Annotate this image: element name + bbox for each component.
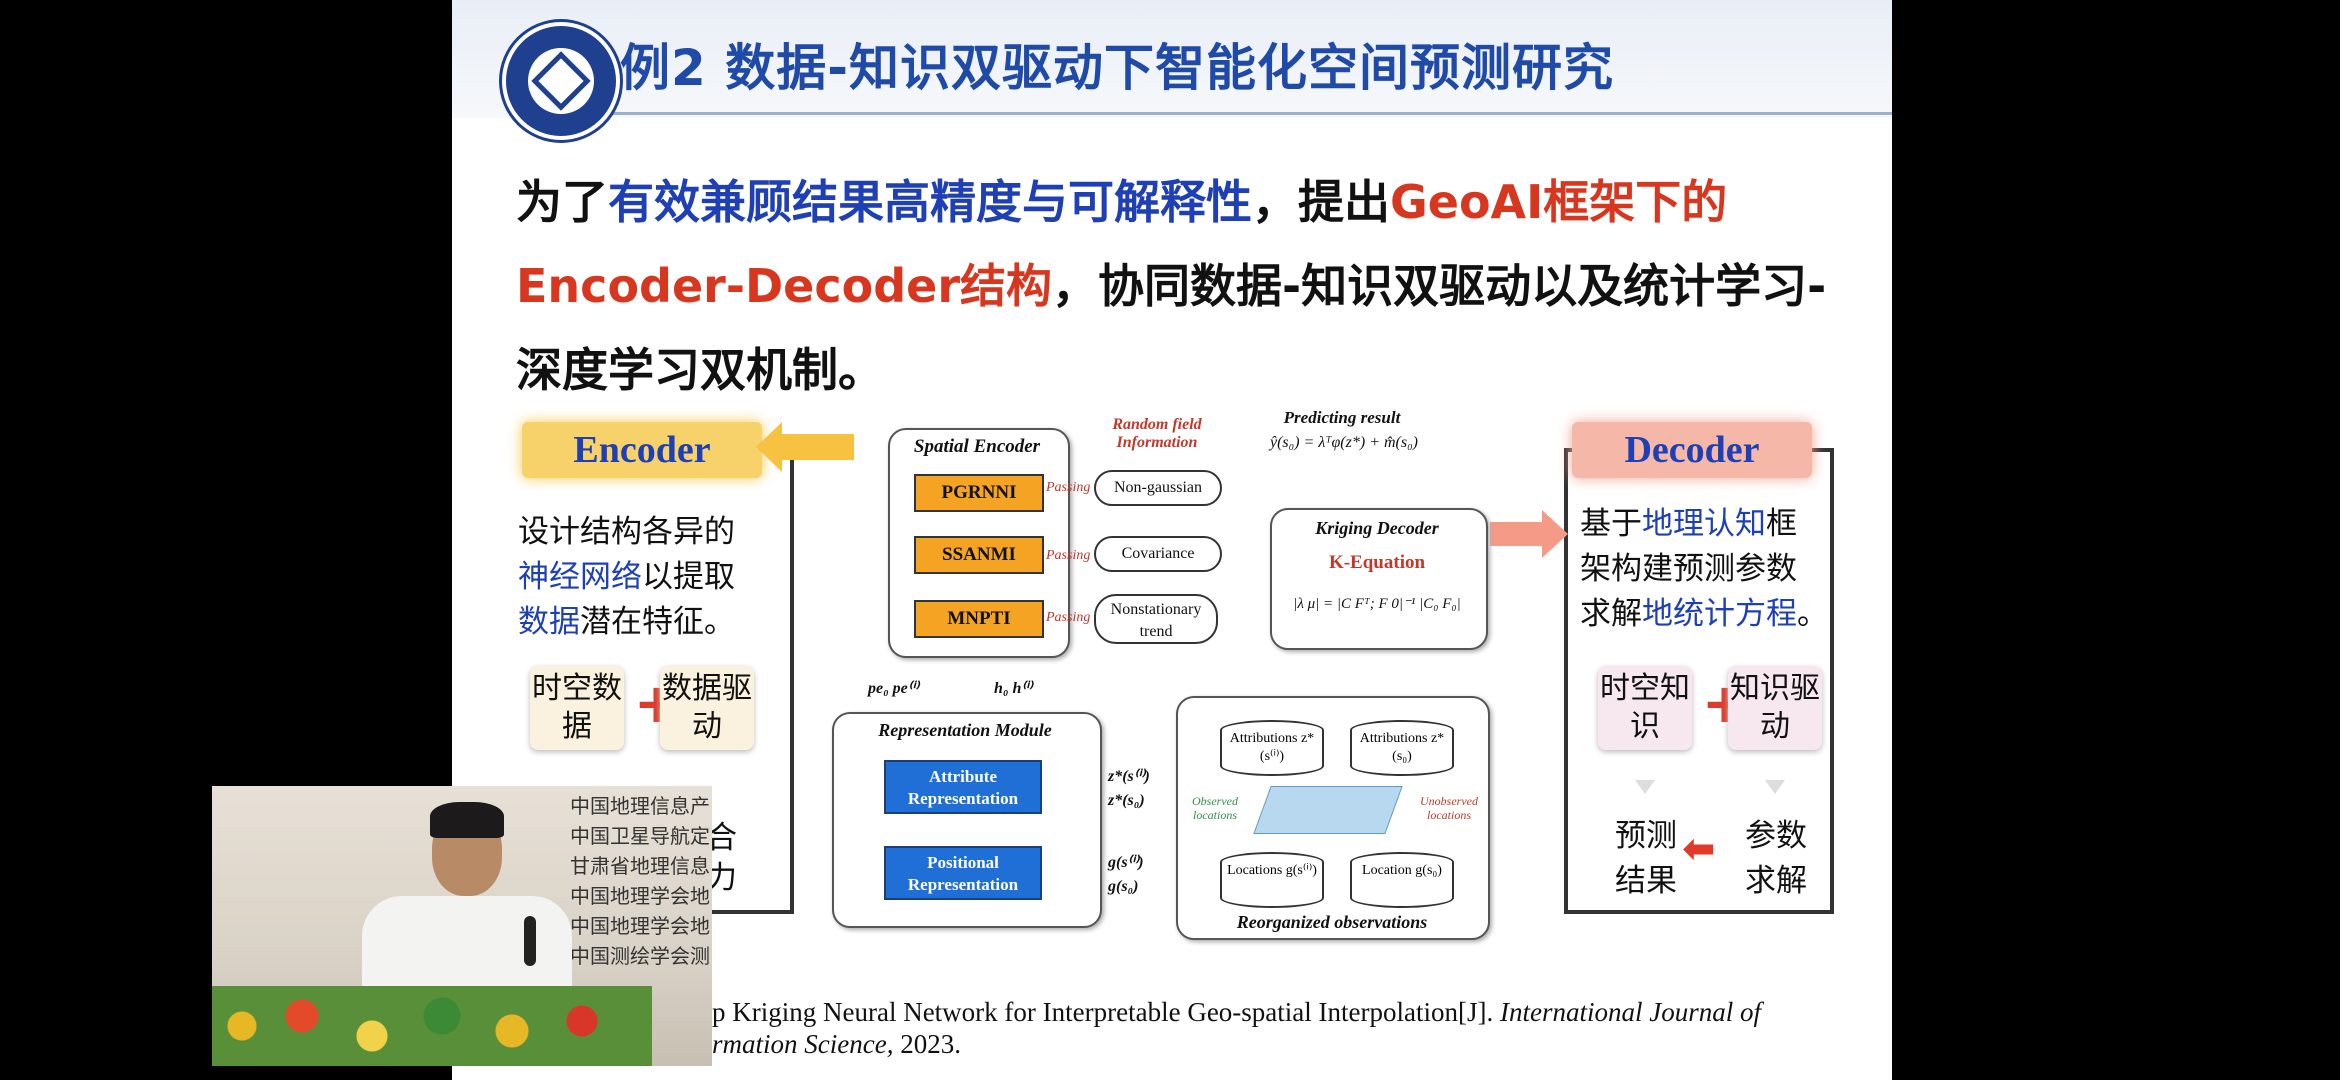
passing-label: Passing: [1046, 480, 1091, 495]
representation-module-label: Representation Module: [878, 720, 1052, 740]
reference-citation: p Kriging Neural Network for Interpretab…: [712, 997, 1761, 1059]
backdrop-text: 中国地理信息产: [570, 794, 710, 818]
g-label-0: g(s₀): [1108, 878, 1139, 895]
k-equation-formula: |λ μ| = |C Fᵀ; F 0|⁻¹ |C₀ F₀|: [1293, 596, 1461, 612]
passing-label: Passing: [1046, 548, 1091, 563]
cylinder-location-0: Location g(s₀): [1350, 852, 1454, 908]
predicting-result-label: Predicting result: [1283, 408, 1401, 427]
backdrop-text: 甘肃省地理信息: [570, 854, 710, 878]
spatial-plane: [1253, 786, 1403, 834]
intro-paragraph: 为了有效兼顾结果高精度与可解释性，提出GeoAI框架下的Encoder-Deco…: [516, 175, 1827, 397]
encoder-description: 设计结构各异的 神经网络以提取 数据潜在特征。: [518, 514, 735, 640]
cylinder-attributions-0: Attributions z*(s₀): [1350, 720, 1454, 776]
decoder-output-params: 参数求解: [1745, 818, 1807, 899]
k-equation-label: K-Equation: [1328, 552, 1426, 573]
speaker-video: 中国地理信息产 中国卫星导航定 甘肃省地理信息 中国地理学会地 中国地理学会地 …: [212, 786, 712, 1066]
decoder-title: Decoder: [1572, 422, 1812, 478]
h-label: h₀ h⁽ⁱ⁾: [994, 680, 1033, 697]
backdrop-text: 中国地理学会地: [570, 884, 710, 908]
cylinder-locations-i: Locations g(s⁽ⁱ⁾): [1220, 852, 1324, 908]
g-label-i: g(s⁽ⁱ⁾): [1108, 854, 1144, 871]
microphone-icon: [524, 916, 536, 966]
backdrop-text: 中国地理学会地: [570, 914, 710, 938]
observed-locations-label: Observed locations: [1192, 794, 1238, 822]
field-covariance: Covariance: [1094, 536, 1222, 572]
positional-representation: Positional Representation: [884, 846, 1042, 900]
cylinder-attributions-i: Attributions z*(s⁽ⁱ⁾): [1220, 720, 1324, 776]
predict-formula: ŷ(s₀) = λᵀφ(z*) + m̂(s₀): [1270, 434, 1418, 451]
attribute-representation: Attribute Representation: [884, 760, 1042, 814]
kriging-decoder-label: Kriging Decoder: [1315, 518, 1439, 538]
module-pgrnni: PGRNNI: [914, 474, 1044, 512]
decoder-output-result: 预测结果: [1615, 818, 1677, 899]
passing-label: Passing: [1046, 610, 1091, 625]
encoder-pill-data: 时空数据: [530, 666, 624, 750]
slide: 例2 数据-知识双驱动下智能化空间预测研究 为了有效兼顾结果高精度与可解释性，提…: [452, 0, 1892, 1080]
module-ssanmi: SSANMI: [914, 536, 1044, 574]
encoder-pill-driven: 数据驱动: [660, 666, 754, 750]
module-mnpti: MNPTI: [914, 600, 1044, 638]
slide-title: 例2 数据-知识双驱动下智能化空间预测研究: [620, 39, 1614, 97]
university-logo: [502, 22, 620, 140]
header-divider: [612, 112, 1892, 115]
random-field-label: Random field Information: [1112, 416, 1202, 451]
z-label-0: z*(s₀): [1108, 792, 1145, 809]
flower-arrangement: [212, 986, 652, 1066]
speaker-hair: [430, 802, 504, 838]
decoder-pill-driven: 知识驱动: [1728, 666, 1822, 750]
arrow-to-decoder: [1490, 510, 1568, 558]
decoder-description: 基于地理认知框 架构建预测参数 求解地统计方程。: [1580, 506, 1828, 632]
field-non-gaussian: Non-gaussian: [1094, 470, 1222, 506]
pe-label: pe₀ pe⁽ⁱ⁾: [868, 680, 919, 697]
down-arrow-icon: [1635, 780, 1655, 794]
left-arrow-icon: ⬅: [1682, 826, 1716, 872]
field-nonstationary-trend: Nonstationary trend: [1094, 594, 1218, 644]
spatial-encoder-label: Spatial Encoder: [913, 436, 1041, 457]
decoder-pill-knowledge: 时空知识: [1598, 666, 1692, 750]
backdrop-text: 中国卫星导航定: [570, 824, 710, 848]
arrow-to-encoder: [756, 422, 854, 472]
kriging-decoder-box: [1270, 508, 1488, 650]
down-arrow-icon: [1765, 780, 1785, 794]
encoder-title: Encoder: [522, 422, 762, 478]
reorganized-observations-label: Reorganized observations: [1236, 912, 1428, 932]
slide-header: [452, 0, 1892, 118]
backdrop-text: 中国测绘学会测: [570, 944, 710, 968]
unobserved-locations-label: Unobserved locations: [1420, 794, 1478, 822]
z-label-i: z*(s⁽ⁱ⁾): [1108, 768, 1150, 785]
